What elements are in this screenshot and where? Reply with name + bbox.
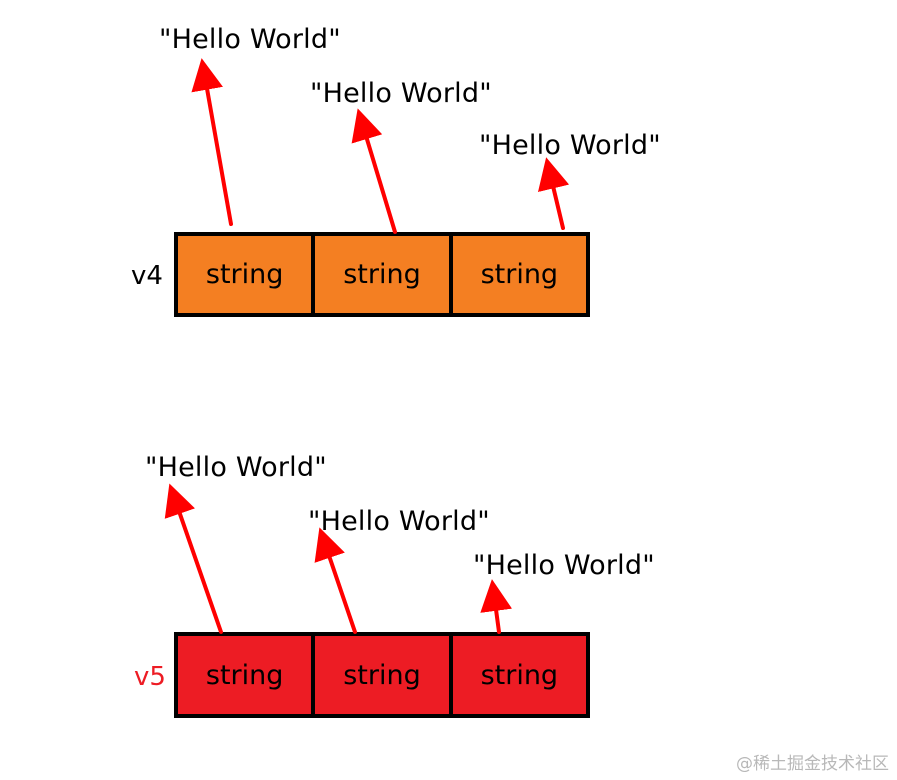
v4-target-3-label: "Hello World"	[479, 130, 661, 161]
v5-cell-1: string	[178, 636, 312, 714]
v5-cell-2: string	[311, 636, 449, 714]
v5-target-1-label: "Hello World"	[145, 452, 327, 483]
v4-array-label: v4	[131, 261, 163, 291]
v5-pointer-arrow-2	[314, 527, 357, 634]
v5-cell-3: string	[448, 636, 586, 714]
v4-target-2-label: "Hello World"	[310, 78, 492, 109]
v4-cell-3: string	[448, 236, 586, 313]
v5-array: string string string	[174, 632, 590, 718]
v4-target-1-label: "Hello World"	[159, 24, 341, 55]
v4-cell-1: string	[178, 236, 312, 313]
watermark: @稀土掘金技术社区	[736, 754, 889, 774]
v5-target-3-label: "Hello World"	[473, 550, 655, 581]
v5-pointer-arrow-1	[164, 483, 223, 634]
v4-pointer-arrow-1	[191, 58, 233, 226]
v4-pointer-arrow-3	[537, 157, 570, 230]
v5-pointer-arrow-3	[480, 579, 513, 634]
v4-pointer-arrow-2	[351, 108, 397, 234]
v5-array-label: v5	[134, 662, 166, 692]
v4-array: string string string	[174, 232, 590, 317]
v4-cell-2: string	[311, 236, 449, 313]
